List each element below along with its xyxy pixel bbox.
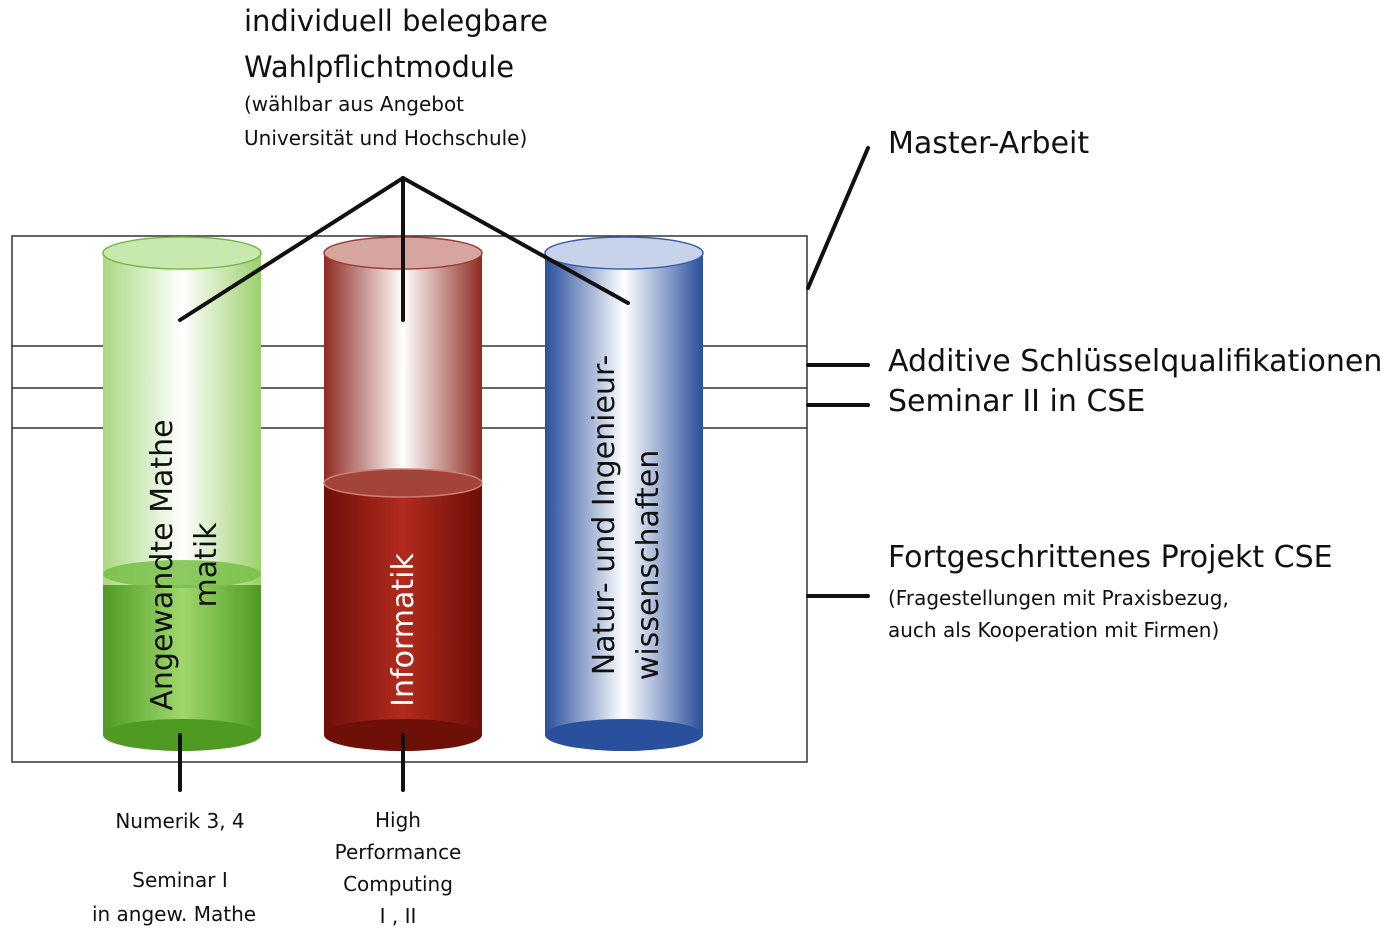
label-master-arbeit: Master-Arbeit	[888, 126, 1090, 161]
top-label-line2: Wahlpflichtmodule	[244, 50, 515, 84]
label-seminar-2: Seminar II in CSE	[888, 384, 1146, 419]
label-projekt: Fortgeschrittenes Projekt CSE	[888, 540, 1333, 575]
label-additive: Additive Schlüsselqualifikationen	[888, 344, 1381, 379]
label-projekt-note1: (Fragestellungen mit Praxisbezug,	[888, 586, 1229, 610]
cylinder-mathematik: Angewandte Mathe matik	[102, 236, 262, 751]
bottom-info-l4: I , II	[379, 904, 417, 928]
bottom-mathe-l3: in angew. Mathe	[91, 902, 257, 926]
bottom-info-l2: Performance	[334, 840, 462, 864]
cylinder-mathematik-label-2: matik	[189, 522, 224, 608]
cylinder-natur-label-1: Natur- und Ingenieur-	[587, 355, 622, 675]
top-connectors	[178, 176, 630, 322]
bottom-mathe-l2: Seminar I	[132, 868, 228, 892]
cylinder-informatik-label: Informatik	[386, 553, 421, 707]
top-label-note1: (wählbar aus Angebot	[244, 92, 465, 116]
bottom-info-l1: High	[375, 808, 421, 832]
cylinder-natur-ingenieur: Natur- und Ingenieur- wissenschaften	[544, 236, 704, 751]
cylinder-mathematik-label-1: Angewandte Mathe	[145, 419, 180, 710]
top-label-note2: Universität und Hochschule)	[244, 126, 528, 150]
top-label-line1: individuell belegbare	[244, 4, 548, 38]
cylinder-natur-label-2: wissenschaften	[631, 450, 666, 680]
bottom-mathe-l1: Numerik 3, 4	[115, 809, 245, 833]
bottom-info-l3: Computing	[343, 872, 453, 896]
right-connectors	[806, 146, 870, 598]
label-projekt-note2: auch als Kooperation mit Firmen)	[888, 618, 1220, 642]
bottom-connectors	[178, 733, 405, 792]
